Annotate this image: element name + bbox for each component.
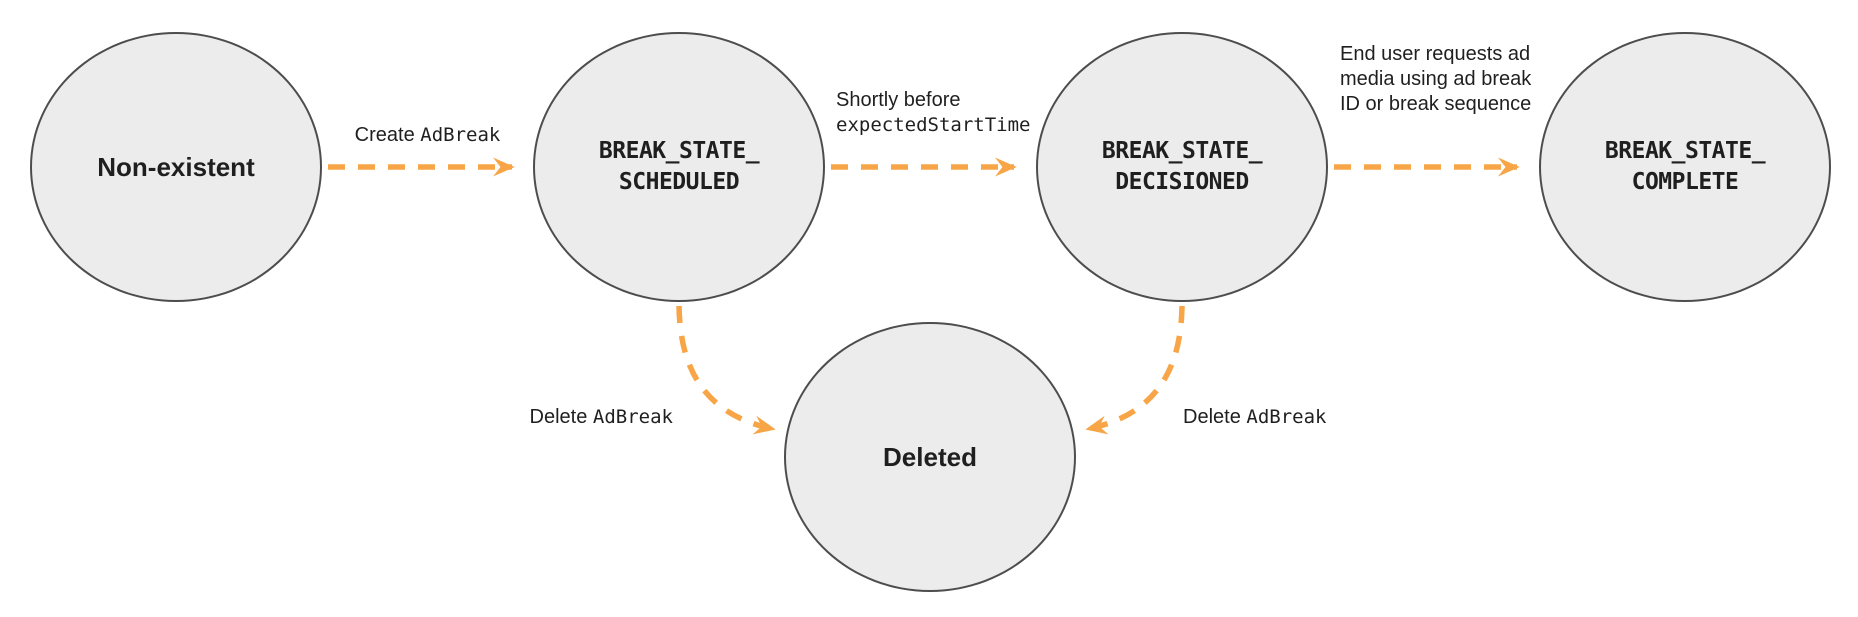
label-text: Delete: [1183, 406, 1247, 428]
arrow-delete-from-scheduled: [676, 305, 776, 435]
label-code: AdBreak: [592, 406, 673, 428]
state-label-line2: DECISIONED: [1115, 169, 1249, 195]
state-non-existent: Non-existent: [30, 32, 322, 302]
state-label: Deleted: [883, 442, 977, 472]
label-delete-adbreak-right: Delete AdBreak: [1183, 405, 1326, 430]
label-end-user-requests: End user requests ad media using ad brea…: [1340, 42, 1532, 117]
label-code: AdBreak: [420, 124, 501, 146]
state-break-state-scheduled: BREAK_STATE_ SCHEDULED: [533, 32, 825, 302]
label-code: AdBreak: [1246, 406, 1327, 428]
state-break-state-complete: BREAK_STATE_ COMPLETE: [1539, 32, 1831, 302]
state-label-line1: BREAK_STATE_: [1604, 138, 1766, 164]
label-text: Shortly before: [836, 89, 961, 111]
state-label: Non-existent: [97, 152, 255, 182]
label-shortly-before-expectedstarttime: Shortly before expectedStartTime: [836, 88, 1030, 138]
state-label-line2: COMPLETE: [1631, 169, 1739, 195]
label-code: expectedStartTime: [836, 114, 1031, 136]
label-text: Create: [354, 124, 421, 146]
label-delete-adbreak-left: Delete AdBreak: [453, 405, 673, 430]
state-break-state-decisioned: BREAK_STATE_ DECISIONED: [1036, 32, 1328, 302]
label-text: Delete: [529, 406, 593, 428]
state-deleted: Deleted: [784, 322, 1076, 592]
state-label-line1: BREAK_STATE_: [598, 138, 760, 164]
label-text: End user requests ad media using ad brea…: [1340, 43, 1532, 115]
arrow-delete-from-decisioned: [1085, 305, 1185, 435]
state-label-line2: SCHEDULED: [618, 169, 740, 195]
state-label-line1: BREAK_STATE_: [1101, 138, 1263, 164]
label-create-adbreak: Create AdBreak: [300, 123, 555, 148]
